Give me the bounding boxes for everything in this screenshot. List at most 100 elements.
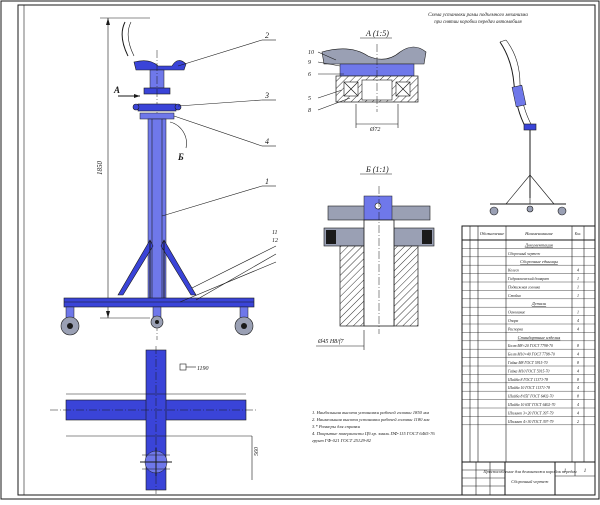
svg-text:560: 560 bbox=[254, 447, 260, 456]
detail-b-view: Б (1:1) Ø45 H8/f7 bbox=[316, 165, 435, 350]
binding-strip bbox=[17, 4, 25, 496]
bom-row-qty: 4 bbox=[577, 326, 579, 331]
bom-row-name: Шплинт 3×20 ГОСТ 397-79 bbox=[507, 411, 553, 415]
bom-row-name: Гайка М10 ГОСТ 5915-70 bbox=[507, 368, 550, 373]
svg-text:11: 11 bbox=[272, 230, 278, 236]
svg-text:4: 4 bbox=[265, 137, 269, 146]
bom-row-name: Болт М8×20 ГОСТ 7798-70 bbox=[507, 344, 553, 348]
detail-b-mark: Б bbox=[177, 152, 184, 162]
caster-center bbox=[150, 306, 164, 329]
svg-text:10: 10 bbox=[308, 50, 314, 56]
title-block-title: Приспособление для демонтажа коробок пер… bbox=[482, 469, 576, 474]
technical-notes: 1. Наибольшая высота установки рабочей г… bbox=[312, 410, 435, 443]
bom-section-title: Сборочные единицы bbox=[520, 259, 558, 264]
note-2: 2. Наименьшая высота установки рабочей г… bbox=[312, 417, 429, 422]
bom-row-name: Подвижная головка bbox=[507, 285, 540, 289]
detail-b-title: Б (1:1) bbox=[365, 165, 389, 174]
bom-section-title: Стандартные изделия bbox=[518, 335, 561, 340]
leaders-main: 2 3 4 1 11 12 bbox=[161, 31, 278, 303]
bom-row-qty: 4 bbox=[577, 268, 579, 273]
upper-collar bbox=[137, 103, 177, 112]
bom-row-qty: 8 bbox=[577, 360, 579, 365]
column bbox=[147, 118, 167, 302]
lower-collar bbox=[139, 112, 175, 120]
title-block-subtitle: Сборочный чертеж bbox=[511, 479, 549, 484]
section-a-mark: А bbox=[113, 85, 120, 95]
bom-row-qty: 2 bbox=[577, 419, 579, 424]
svg-text:12: 12 bbox=[272, 238, 278, 244]
svg-text:6: 6 bbox=[308, 72, 311, 78]
caster-right bbox=[234, 306, 254, 336]
bom-row-name: Шплинт 4×30 ГОСТ 397-79 bbox=[507, 420, 553, 424]
svg-text:при снятии коробки передач авт: при снятии коробки передач автомобиля bbox=[434, 20, 522, 25]
note-3: 3.* Размеры для справки bbox=[312, 424, 361, 429]
side-scheme-view: Схема установки рамы подъемного механизм… bbox=[428, 13, 567, 216]
bom-row-name: Гайка М8 ГОСТ 5915-70 bbox=[507, 360, 548, 365]
bom-row-name: Основание bbox=[508, 311, 526, 315]
detail-b-wall-left bbox=[339, 245, 365, 327]
bom-row-qty: 1 bbox=[577, 310, 579, 315]
break-mark bbox=[121, 21, 129, 57]
bom-header-qty: Кол. bbox=[574, 232, 582, 236]
bom-row-name: Шайба 8 65Г ГОСТ 6402-70 bbox=[507, 394, 553, 399]
bom-row-qty: 1 bbox=[577, 276, 579, 281]
bom-row-qty: 4 bbox=[577, 385, 579, 390]
bom-header-name: Наименование bbox=[524, 231, 553, 236]
svg-text:8: 8 bbox=[308, 108, 311, 114]
note-4: 4. Покрытие поверхности Ц9.хр. эмаль ПФ-… bbox=[312, 431, 435, 436]
bom-row-name: Колесо bbox=[507, 269, 519, 273]
bom-row-qty: 4 bbox=[577, 352, 579, 357]
detail-a-title: А (1:5) bbox=[365, 29, 389, 38]
svg-text:5: 5 bbox=[308, 96, 311, 102]
bom-row-name: Распорка bbox=[507, 327, 523, 331]
bom-row-qty: 4 bbox=[577, 402, 579, 407]
plan-base-label: 1190 bbox=[197, 366, 209, 372]
detail-b-wall-right bbox=[393, 245, 419, 327]
note-1: 1. Наибольшая высота установки рабочей г… bbox=[312, 410, 429, 415]
svg-text:2: 2 bbox=[265, 31, 269, 40]
bom-row-name: Шайба 10 ГОСТ 11371-78 bbox=[507, 385, 550, 390]
bom-section-title: Документация bbox=[524, 242, 553, 247]
right-brace bbox=[160, 239, 197, 296]
title-block-sheets: 1 bbox=[584, 469, 587, 474]
bom-header-designation: Обозначение bbox=[480, 231, 504, 236]
bom-row-qty: 4 bbox=[577, 318, 579, 323]
left-brace bbox=[117, 239, 154, 296]
bom-row-name: Гидравлический домкрат bbox=[507, 276, 549, 281]
detail-b-circle bbox=[169, 121, 187, 149]
base-beam bbox=[63, 297, 255, 308]
title-block: Приспособление для демонтажа коробок пер… bbox=[461, 461, 596, 496]
leaders-detail-a: 10 9 6 5 8 bbox=[308, 50, 351, 114]
detail-a-saddle bbox=[321, 46, 427, 65]
svg-text:9: 9 bbox=[308, 60, 311, 66]
bom-row-qty: 4 bbox=[577, 410, 579, 415]
height-dim-text: 1850 bbox=[96, 161, 104, 176]
note-5: грунт ГФ-021 ГОСТ 25129-82 bbox=[312, 438, 372, 443]
bom-row-qty: 4 bbox=[577, 368, 579, 373]
scheme-gearbox-outline bbox=[499, 41, 527, 129]
title-block-sheet: 1 bbox=[564, 469, 567, 474]
bom-row-qty: 8 bbox=[577, 343, 579, 348]
svg-text:3: 3 bbox=[264, 91, 269, 100]
bom-row-qty: 8 bbox=[577, 377, 579, 382]
svg-text:Схема установки рамы подъемног: Схема установки рамы подъемного механизм… bbox=[428, 13, 528, 18]
bom-row-qty: 1 bbox=[577, 293, 579, 298]
svg-text:Ø72: Ø72 bbox=[369, 127, 380, 133]
fit-dim-text: Ø45 H8/f7 bbox=[317, 338, 345, 345]
bom-row-name: Сборочный чертеж bbox=[508, 251, 541, 256]
bom-row-qty: 8 bbox=[577, 394, 579, 399]
bom-row-qty: 1 bbox=[577, 284, 579, 289]
bom-section-title: Детали bbox=[531, 301, 547, 306]
saddle-head bbox=[133, 60, 187, 71]
bom-row-name: Шайба 10 65Г ГОСТ 6402-70 bbox=[507, 402, 555, 407]
svg-text:1: 1 bbox=[265, 177, 269, 186]
bom-row-name: Стойка bbox=[508, 293, 521, 298]
bill-of-materials: Обозначение Наименование Кол. Документац… bbox=[461, 225, 596, 463]
caster-left bbox=[60, 306, 80, 336]
bom-row-name: Болт М10×40 ГОСТ 7798-70 bbox=[507, 353, 555, 357]
bom-row-name: Опора bbox=[508, 319, 518, 323]
main-front-view: 1850 А Б bbox=[60, 17, 278, 340]
